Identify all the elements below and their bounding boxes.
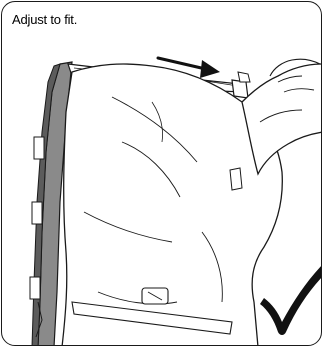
instruction-caption: Adjust to fit.	[12, 12, 77, 27]
person-arm	[242, 59, 322, 174]
instruction-panel: Adjust to fit.	[1, 1, 322, 346]
strap-adjustment-illustration	[2, 2, 322, 346]
checkmark-icon	[260, 264, 322, 335]
